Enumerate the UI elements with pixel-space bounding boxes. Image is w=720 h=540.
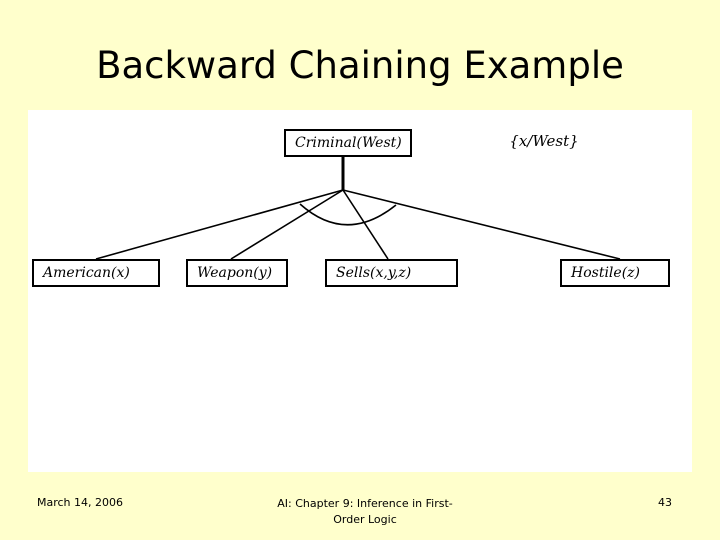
node-criminal-west[interactable]: Criminal(West) [284,129,412,157]
node-sells[interactable]: Sells(x,y,z) [325,259,458,287]
node-hostile-label: Hostile(z) [571,265,640,281]
slide-footer: March 14, 2006 AI: Chapter 9: Inference … [0,490,720,540]
footer-date: March 14, 2006 [37,496,124,509]
connector-to-american [95,189,344,260]
connector-to-hostile [342,189,621,260]
node-weapon[interactable]: Weapon(y) [186,259,288,287]
diagram-connectors [95,157,621,260]
connector-to-weapon [230,189,344,260]
node-hostile[interactable]: Hostile(z) [560,259,670,287]
node-criminal-west-label: Criminal(West) [295,135,402,151]
footer-page-number: 43 [658,496,672,509]
node-american[interactable]: American(x) [32,259,160,287]
substitution-annotation: {x/West} [509,132,579,150]
footer-title-line1: AI: Chapter 9: Inference in First- [277,497,453,510]
diagram-figure: Criminal(West) {x/West} American(x) Weap… [28,110,692,472]
footer-title-line2: Order Logic [333,513,397,526]
footer-title: AI: Chapter 9: Inference in First- Order… [180,496,550,528]
node-american-label: American(x) [43,265,130,281]
page-title: Backward Chaining Example [96,44,624,87]
conjunction-arc [299,203,397,226]
node-weapon-label: Weapon(y) [197,265,273,281]
connector-to-sells [342,189,389,260]
node-sells-label: Sells(x,y,z) [336,265,412,281]
